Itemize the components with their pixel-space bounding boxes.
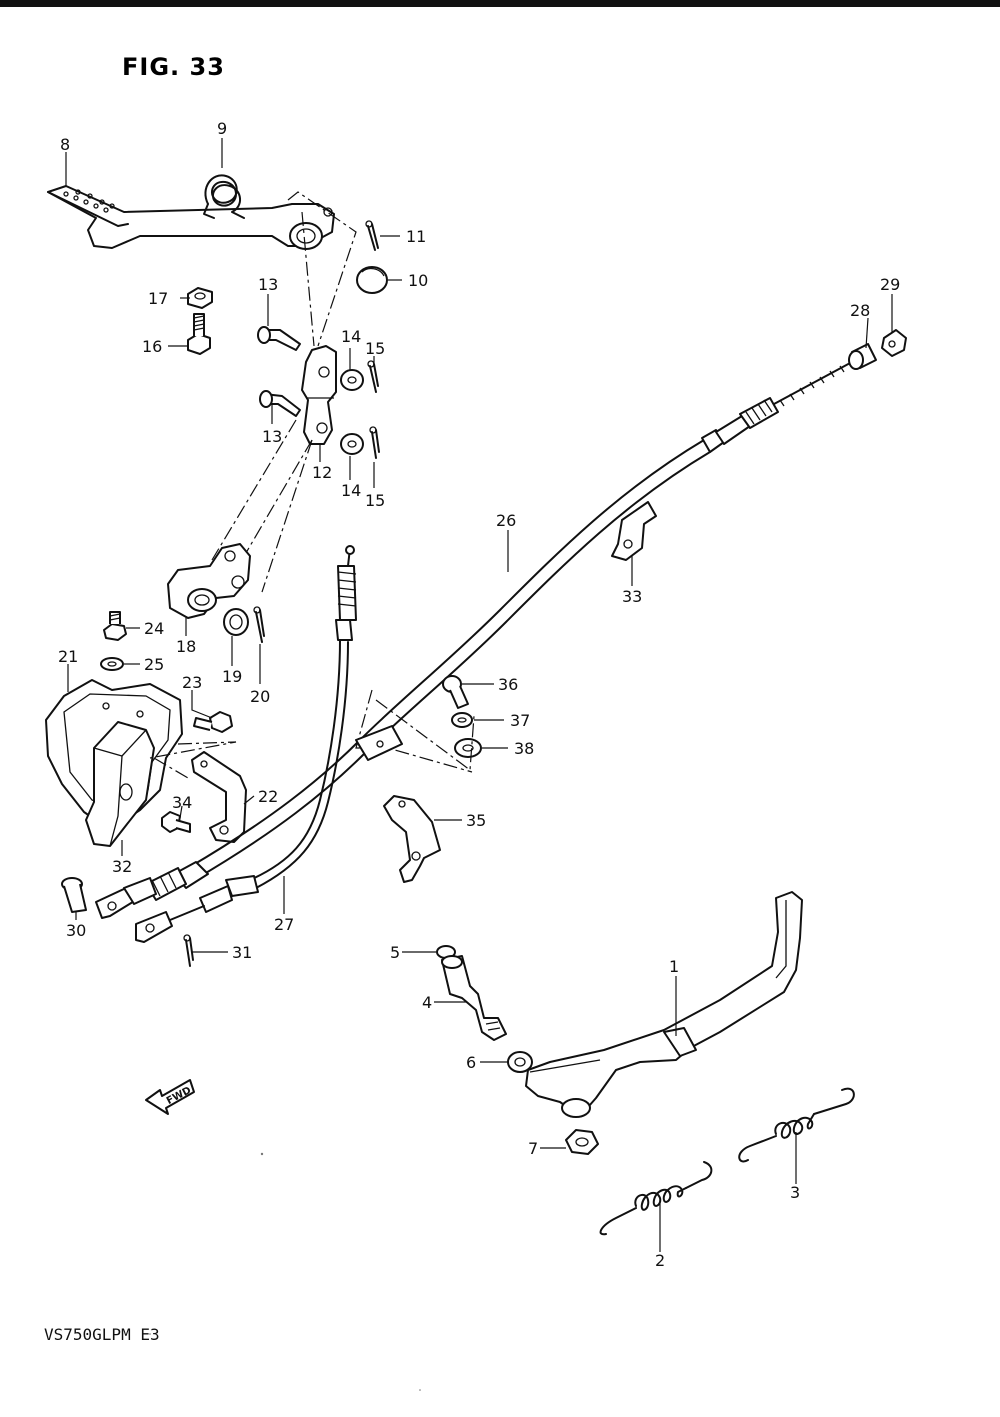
callout-5: 5 bbox=[390, 943, 400, 962]
callout-6: 6 bbox=[466, 1053, 476, 1072]
callout-23: 23 bbox=[182, 673, 202, 692]
model-code: VS750GLPM E3 bbox=[44, 1325, 160, 1344]
cotter-pin-15b bbox=[369, 426, 380, 459]
nut-17 bbox=[187, 287, 213, 309]
callout-14b: 14 bbox=[341, 481, 361, 500]
callout-numbers: 1 2 3 4 5 6 7 8 9 10 11 12 13 13 14 14 1… bbox=[58, 119, 900, 1270]
callout-10: 10 bbox=[408, 271, 428, 290]
callout-18: 18 bbox=[176, 637, 196, 656]
callout-37: 37 bbox=[510, 711, 530, 730]
callout-3: 3 bbox=[790, 1183, 800, 1202]
bolt-34 bbox=[161, 811, 191, 833]
washer-19 bbox=[223, 608, 249, 636]
callout-8: 8 bbox=[60, 135, 70, 154]
phantom-line-bracket bbox=[149, 741, 237, 759]
cotter-pin-11 bbox=[365, 220, 379, 251]
forward-direction-arrow: FWD bbox=[145, 1079, 195, 1115]
callout-28: 28 bbox=[850, 301, 870, 320]
clevis-pin-30 bbox=[61, 877, 87, 913]
washer-38 bbox=[454, 738, 482, 758]
pedal-return-spring bbox=[203, 174, 245, 219]
bolt-24 bbox=[103, 611, 127, 641]
pivot-bolt-4 bbox=[441, 955, 507, 1041]
washer-37 bbox=[451, 712, 473, 728]
callout-4: 4 bbox=[422, 993, 432, 1012]
callout-17: 17 bbox=[148, 289, 168, 308]
cotter-pin-20 bbox=[253, 606, 265, 643]
callout-25: 25 bbox=[144, 655, 164, 674]
cable-end-28 bbox=[848, 343, 877, 370]
top-edge-bar bbox=[0, 0, 1000, 7]
brake-pedal bbox=[47, 185, 335, 250]
callout-33: 33 bbox=[622, 587, 642, 606]
brake-cable-27 bbox=[135, 545, 357, 943]
cable-clamp-33 bbox=[611, 501, 657, 561]
nut-7 bbox=[565, 1129, 599, 1155]
figure-title: FIG. 33 bbox=[122, 53, 225, 81]
brake-rod-link bbox=[301, 345, 337, 445]
brake-lever-18 bbox=[167, 543, 251, 619]
bracket-35 bbox=[383, 795, 441, 883]
callout-38: 38 bbox=[514, 739, 534, 758]
callout-30: 30 bbox=[66, 921, 86, 940]
callout-34: 34 bbox=[172, 793, 192, 812]
callout-19: 19 bbox=[222, 667, 242, 686]
phantom-line-pedal bbox=[287, 191, 357, 347]
callout-2: 2 bbox=[655, 1251, 665, 1270]
callout-27: 27 bbox=[274, 915, 294, 934]
clevis-pin-13b bbox=[259, 390, 301, 417]
cable-guide-plate bbox=[355, 725, 403, 761]
clevis-pin-13a bbox=[257, 326, 301, 351]
cable-end-29 bbox=[881, 329, 907, 357]
washer-25 bbox=[100, 657, 124, 671]
callout-22: 22 bbox=[258, 787, 278, 806]
side-stand-1 bbox=[525, 891, 803, 1118]
callout-35: 35 bbox=[466, 811, 486, 830]
callout-16: 16 bbox=[142, 337, 162, 356]
callout-12: 12 bbox=[312, 463, 332, 482]
callout-32: 32 bbox=[112, 857, 132, 876]
side-stand-spring-2 bbox=[599, 1161, 713, 1236]
leader-lines bbox=[65, 138, 893, 1252]
callout-24: 24 bbox=[144, 619, 164, 638]
washer-6 bbox=[507, 1051, 533, 1073]
callout-29: 29 bbox=[880, 275, 900, 294]
bolt-23 bbox=[193, 711, 233, 733]
callout-36: 36 bbox=[498, 675, 518, 694]
cotter-pin-15a bbox=[367, 360, 379, 393]
phantom-line-rod bbox=[235, 439, 313, 571]
washer-14b bbox=[340, 433, 364, 455]
pedal-cap bbox=[356, 266, 388, 294]
callout-15a: 15 bbox=[365, 339, 385, 358]
cotter-pin-31 bbox=[183, 934, 194, 967]
callout-20: 20 bbox=[250, 687, 270, 706]
callout-7: 7 bbox=[528, 1139, 538, 1158]
callout-15b: 15 bbox=[365, 491, 385, 510]
bracket-22 bbox=[191, 751, 247, 843]
rear-brake-cable-26 bbox=[95, 361, 853, 919]
callout-13b: 13 bbox=[262, 427, 282, 446]
callout-9: 9 bbox=[217, 119, 227, 138]
callout-14a: 14 bbox=[341, 327, 361, 346]
washer-14a bbox=[340, 369, 364, 391]
callout-26: 26 bbox=[496, 511, 516, 530]
callout-13a: 13 bbox=[258, 275, 278, 294]
scan-specks bbox=[149, 1152, 421, 1391]
side-stand-spring-3 bbox=[738, 1087, 855, 1163]
callout-1: 1 bbox=[669, 957, 679, 976]
callout-11: 11 bbox=[406, 227, 426, 246]
bolt-36 bbox=[442, 675, 469, 709]
reservoir-32 bbox=[85, 721, 155, 847]
callout-21: 21 bbox=[58, 647, 78, 666]
callout-31: 31 bbox=[232, 943, 252, 962]
bolt-16 bbox=[187, 313, 211, 355]
